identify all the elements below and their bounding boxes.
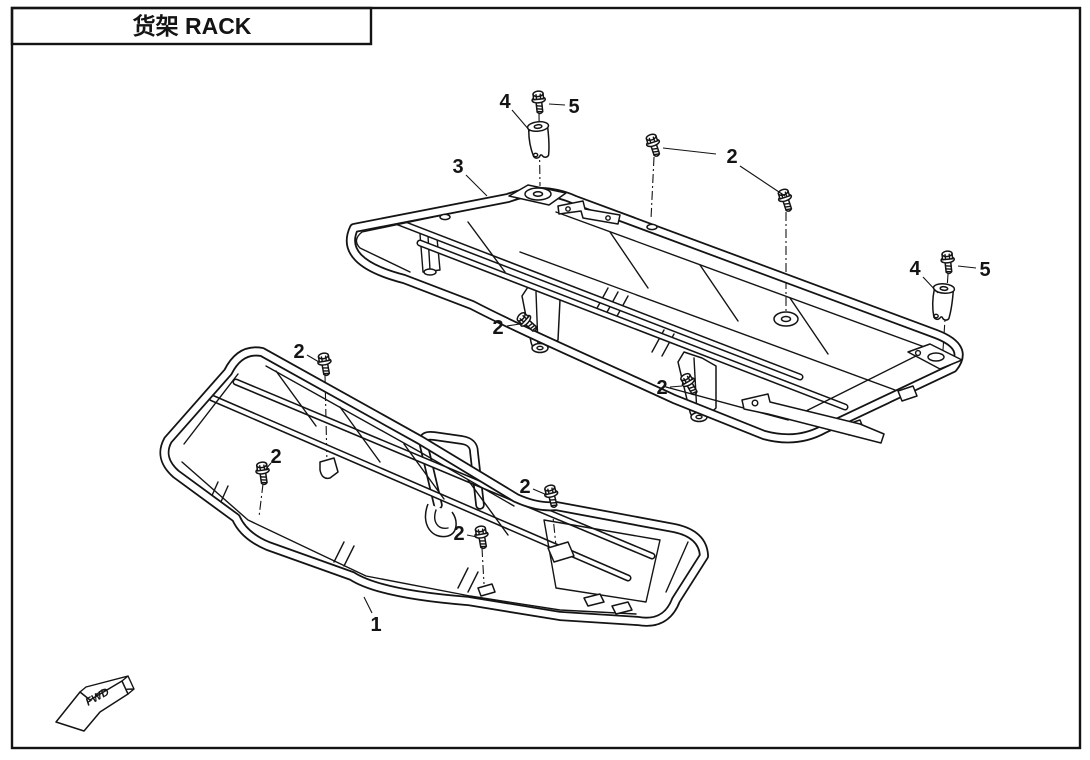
callout-label: 3 [452, 156, 463, 178]
hook-cleat [424, 503, 457, 538]
callout-leader [532, 488, 548, 496]
callout-label: 2 [293, 341, 304, 363]
callout-label: 4 [909, 258, 921, 280]
callout-leader [922, 276, 939, 294]
callout-leader [669, 385, 683, 388]
centerline [481, 547, 485, 585]
callout-leader [662, 147, 717, 155]
flange-bolt-icon [530, 89, 548, 115]
callout-leader [363, 596, 373, 614]
callout-leader [548, 103, 566, 106]
flange-bolt-icon [643, 131, 665, 159]
strap-bracket [557, 200, 621, 225]
callout-leader [466, 534, 478, 538]
callout-label: 2 [519, 476, 530, 498]
page-border [10, 6, 1082, 750]
callout-leader [506, 323, 521, 327]
callout-leader [739, 165, 786, 197]
callout-label: 2 [656, 377, 667, 399]
callout-label: 4 [499, 91, 511, 113]
flange-bolt-icon [254, 460, 272, 487]
callout-leader [511, 109, 531, 132]
callout-label: 5 [979, 259, 990, 281]
callout-label: 2 [270, 446, 281, 468]
centerline [650, 156, 655, 220]
callout-leader [306, 354, 320, 363]
fwd-arrow: FWD [55, 675, 135, 732]
strap-bracket [741, 393, 885, 444]
flange-bolt-icon [315, 351, 335, 378]
callout-leader [465, 174, 488, 197]
support-bracket-icon [526, 119, 553, 160]
page-title: 货架 RACK [133, 13, 252, 39]
callouts-layer: 3 4 5 2 4 5 2 2 2 2 2 2 1 [264, 91, 991, 636]
flange-bolt-icon [939, 249, 957, 275]
callout-label: 2 [453, 523, 464, 545]
callout-leader [957, 265, 977, 269]
centerline [258, 483, 264, 518]
callout-label: 2 [492, 317, 503, 339]
callout-label: 5 [568, 96, 579, 118]
callout-label: 1 [370, 614, 381, 636]
callout-label: 2 [726, 146, 737, 168]
rear-rack-drawing [345, 184, 964, 444]
callout-leader [264, 462, 272, 471]
title-box [10, 6, 373, 46]
front-rack-drawing [159, 346, 709, 627]
